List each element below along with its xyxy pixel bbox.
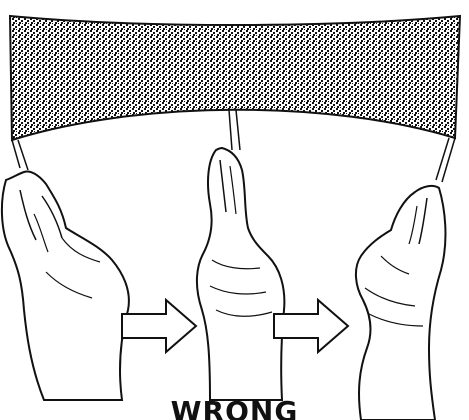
curved-sheet xyxy=(10,16,460,140)
arrow-right-outline-icon xyxy=(122,300,196,352)
hand-pinch-icon xyxy=(2,172,129,401)
caption-wrong: WRONG xyxy=(0,395,469,420)
hand-pinch-icon xyxy=(197,148,284,400)
hand-pinch-icon xyxy=(356,186,446,420)
